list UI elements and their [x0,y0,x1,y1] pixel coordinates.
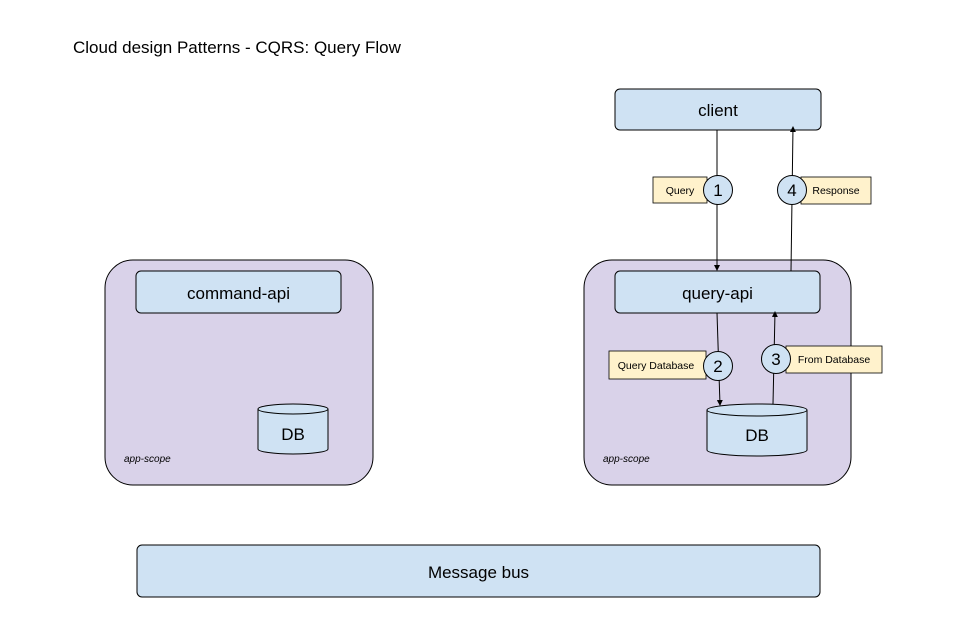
left-db-cylinder [257,403,329,455]
step-2: Query Database 2 [608,350,733,381]
right-db-cylinder [706,403,808,457]
step-3-number: 3 [771,350,780,369]
query-api-label: query-api [682,284,753,303]
diagram-title: Cloud design Patterns - CQRS: Query Flow [73,38,402,57]
step-1-label: Query [666,185,695,197]
step-4-label-box [800,176,872,205]
left-db-label: DB [281,425,305,444]
step-2-label-box [608,350,707,380]
command-api-label: command-api [187,284,290,303]
step-4-label: Response [812,185,859,197]
step-2-number: 2 [713,357,722,376]
step-2-marker [703,351,733,381]
step-1-number: 1 [713,181,722,200]
step-4-marker [777,175,807,205]
command-api-box [135,270,342,314]
step-3-label-box [785,345,883,374]
left-app-scope: command-api DB app-scope [104,259,374,486]
step-1: Query 1 [652,175,733,205]
left-app-scope-label: app-scope [124,454,171,465]
client-label: client [698,101,738,120]
step-1-marker [703,175,733,205]
message-bus-box [136,544,821,598]
step-3-marker [761,344,791,374]
step-4-number: 4 [787,181,796,200]
message-bus-label: Message bus [428,563,529,582]
right-db-label: DB [745,426,769,445]
step-1-label-box [652,176,708,204]
step-4: Response 4 [777,175,872,205]
client-box [614,88,822,131]
right-app-scope-label: app-scope [603,454,650,465]
step-3: From Database 3 [761,344,883,374]
step-3-label: From Database [798,354,871,366]
step-2-label: Query Database [618,360,695,372]
